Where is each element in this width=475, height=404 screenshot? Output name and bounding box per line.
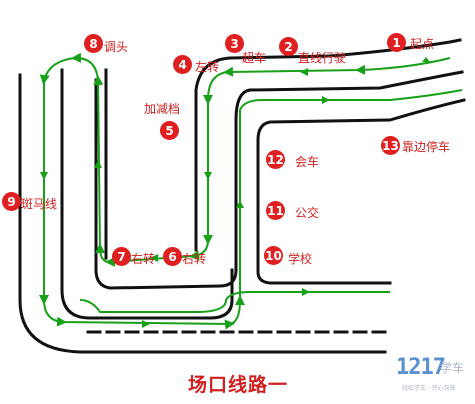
- logo-word: 学车: [440, 361, 465, 375]
- road-left-outer: [18, 73, 387, 354]
- diagram-title: 场口线路一: [188, 374, 289, 396]
- logo-tagline: 轻松学车 · 开心驾驶: [402, 385, 456, 392]
- arrow: [322, 96, 330, 104]
- arrow: [150, 254, 158, 262]
- route-arrows: [40, 57, 430, 328]
- station-4-badge: 4: [173, 55, 192, 74]
- station-1-label: 起点: [410, 37, 435, 51]
- station-12-badge: 12: [266, 150, 285, 169]
- station-13-label: 靠边停车: [402, 140, 451, 154]
- brand-logo: 1217 学车 轻松学车 · 开心驾驶: [396, 355, 466, 397]
- station-5-badge: 5: [160, 121, 179, 140]
- arrow: [40, 172, 48, 180]
- arrow: [142, 320, 150, 328]
- route-lower: [79, 291, 390, 313]
- station-3-badge: 3: [225, 34, 244, 53]
- station-8-label: 调头: [104, 40, 129, 54]
- station-1-badge: 1: [387, 33, 406, 52]
- station-11-label: 公交: [295, 206, 320, 220]
- station-2-badge: 2: [279, 37, 298, 56]
- arrow: [422, 57, 430, 62]
- station-3-label: 超车: [242, 51, 267, 65]
- station-6-badge: 6: [163, 247, 182, 266]
- station-13-badge: 13: [381, 136, 400, 155]
- arrow: [94, 160, 102, 168]
- road-lines: [18, 38, 466, 354]
- station-6-label: 右转: [182, 252, 207, 266]
- station-9-badge: 9: [2, 192, 21, 211]
- arrow: [204, 172, 212, 180]
- station-2-label: 直线行驶: [298, 51, 347, 65]
- route-upper: [38, 52, 451, 330]
- station-4-label: 左转: [195, 60, 220, 74]
- arrow: [302, 288, 310, 296]
- arrow: [300, 68, 308, 76]
- station-7-label: 右转: [131, 252, 156, 266]
- station-11-badge: 11: [266, 201, 285, 220]
- logo-number: 1217: [396, 355, 446, 380]
- station-12-label: 会车: [295, 155, 320, 169]
- station-8-badge: 8: [84, 34, 103, 53]
- station-5-label: 加减档: [144, 102, 181, 116]
- arrow: [236, 200, 244, 208]
- station-10-badge: 10: [264, 246, 283, 265]
- station-7-badge: 7: [112, 247, 131, 266]
- station-9-label: 斑马线: [21, 197, 58, 211]
- station-10-label: 学校: [288, 252, 313, 266]
